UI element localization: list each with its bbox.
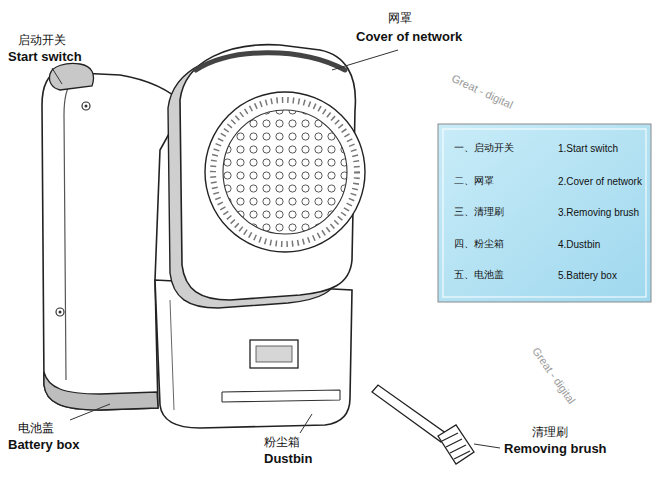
screw	[85, 105, 88, 108]
part-name: Removing brush	[504, 442, 607, 457]
screw	[82, 102, 90, 110]
table-cell: 一、启动开关	[454, 142, 514, 154]
brush-bristles	[442, 433, 470, 459]
part-name-cn: 电池盖	[18, 422, 54, 436]
part-name-cn: 启动开关	[18, 34, 66, 48]
table-cell: 5.Battery box	[558, 270, 617, 282]
leader-line	[52, 68, 62, 84]
part-name: Battery box	[8, 438, 80, 453]
leader-line	[70, 404, 110, 420]
handle-edge	[64, 82, 72, 380]
table-panel	[438, 124, 651, 302]
brush-handle	[372, 385, 447, 442]
table-cell: 三、清理刷	[454, 206, 504, 218]
dustbin-groove	[222, 390, 340, 402]
dustbin-edge	[170, 300, 174, 410]
leader-line	[474, 444, 500, 448]
table-cell: 四、粉尘箱	[454, 238, 504, 250]
table-cell: 4.Dustbin	[558, 239, 600, 251]
brush-head	[438, 425, 474, 464]
leader-line	[332, 50, 398, 70]
part-name-cn: 网罩	[388, 12, 412, 26]
watermark: Great - digital	[450, 72, 515, 111]
table-inner-border	[443, 129, 646, 297]
mesh-cover	[223, 110, 347, 234]
start-switch	[49, 63, 93, 90]
part-name-cn: 清理刷	[532, 426, 568, 440]
mesh-frame	[205, 92, 365, 252]
dustbin-slot-inner	[256, 346, 292, 362]
part-name: Cover of network	[356, 30, 462, 45]
screw	[56, 308, 64, 316]
table-cell: 五、电池盖	[454, 269, 504, 281]
table-cell: 二、网罩	[454, 175, 494, 187]
part-name: Start switch	[8, 50, 82, 65]
watermark: Great - digital	[530, 345, 578, 406]
battery-cover	[44, 372, 158, 410]
dustbin-slot	[250, 340, 298, 368]
mesh-slits	[213, 100, 357, 244]
part-name-cn: 粉尘箱	[264, 436, 300, 450]
part-name: Dustbin	[264, 452, 312, 467]
leader-line	[300, 414, 312, 433]
table-cell: 1.Start switch	[558, 143, 618, 155]
table-cell: 3.Removing brush	[558, 207, 639, 219]
table-cell: 2.Cover of network	[558, 176, 642, 188]
screw	[59, 311, 62, 314]
head-top-band	[196, 53, 345, 70]
